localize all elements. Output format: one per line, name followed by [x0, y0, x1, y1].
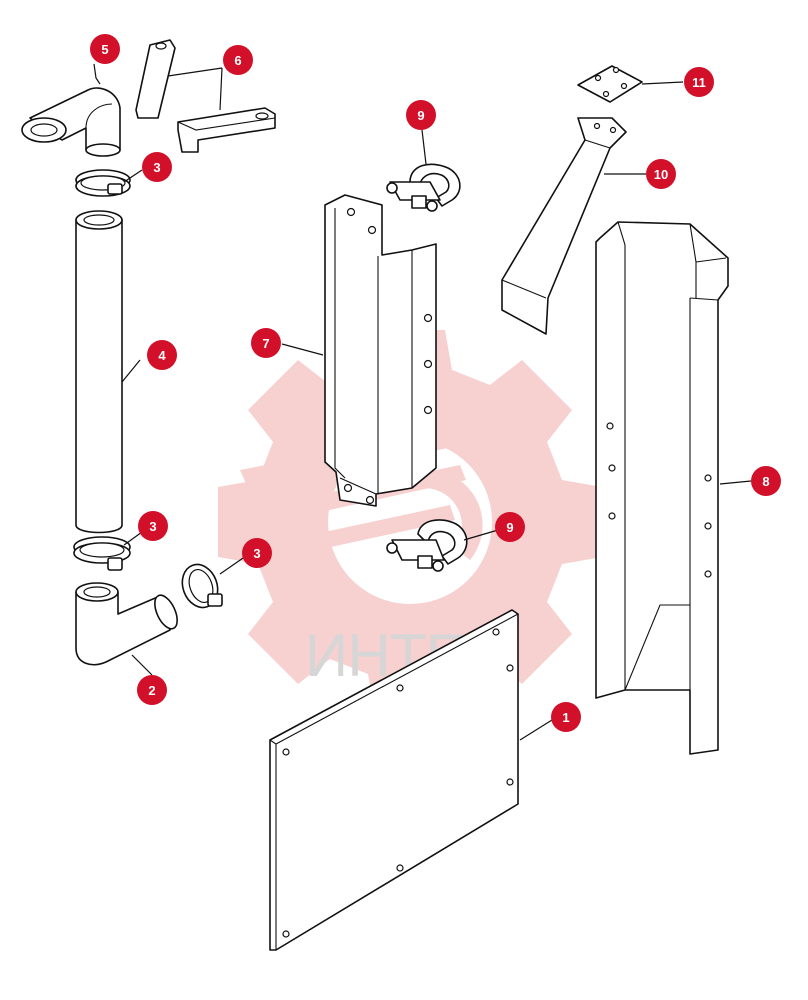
callout-2: 2: [137, 675, 167, 705]
svg-text:9: 9: [417, 108, 424, 123]
callout-6: 6: [223, 45, 253, 75]
callout-7: 7: [251, 328, 281, 358]
part-11-plate: [577, 65, 643, 103]
callout-4: 4: [147, 340, 177, 370]
part-4-tube: [75, 210, 123, 534]
part-3-clamp-top: [75, 169, 131, 197]
part-1-panel: [269, 609, 519, 951]
callout-8: 8: [751, 466, 781, 496]
callouts: 5 6 3 4 3 3 2 9: [90, 34, 781, 732]
part-9-ubolt-top: [386, 163, 461, 212]
part-3-clamp-right: [181, 563, 223, 609]
logo-stripe-3: [250, 505, 455, 563]
callout-3-top: 3: [142, 152, 172, 182]
svg-text:1: 1: [562, 710, 569, 725]
svg-text:3: 3: [153, 160, 160, 175]
part-7-channel: [324, 194, 437, 507]
svg-text:7: 7: [262, 336, 269, 351]
logo-arc: [425, 470, 483, 560]
svg-text:11: 11: [692, 75, 706, 90]
part-6-brackets: [135, 39, 276, 153]
callout-9-top: 9: [406, 100, 436, 130]
svg-text:6: 6: [234, 53, 241, 68]
leader-lines: [93, 63, 752, 741]
part-2-elbow: [75, 582, 178, 666]
svg-text:3: 3: [149, 519, 156, 534]
svg-text:9: 9: [506, 520, 513, 535]
svg-text:2: 2: [148, 683, 155, 698]
svg-text:8: 8: [762, 474, 769, 489]
callout-1: 1: [551, 702, 581, 732]
svg-text:4: 4: [158, 348, 166, 363]
part-10-strut: [501, 117, 627, 335]
part-3-clamp-middle: [73, 536, 131, 571]
svg-text:5: 5: [101, 42, 108, 57]
callout-3-right: 3: [242, 538, 272, 568]
callout-5: 5: [90, 34, 120, 64]
callout-3-middle: 3: [138, 511, 168, 541]
callout-9-bottom: 9: [495, 512, 525, 542]
callout-11: 11: [684, 67, 714, 97]
svg-text:3: 3: [253, 546, 260, 561]
part-5-elbow: [21, 87, 121, 157]
part-8-channel: [595, 221, 729, 755]
part-9-ubolt-bottom: [386, 519, 468, 572]
callout-10: 10: [646, 159, 676, 189]
svg-text:10: 10: [654, 167, 668, 182]
